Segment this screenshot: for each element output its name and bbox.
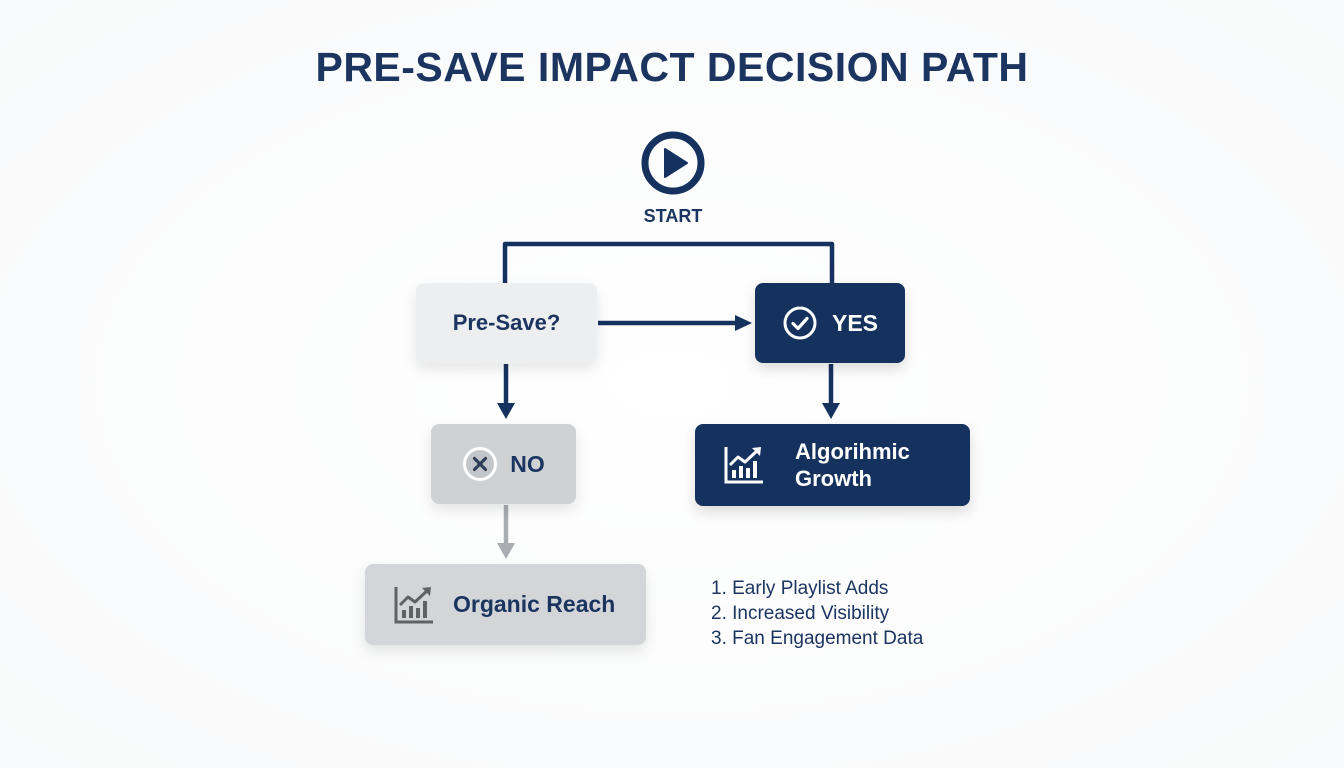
benefit-item: 2. Increased Visibility [711, 603, 890, 624]
growth-chart-icon [723, 445, 765, 485]
yes-label: YES [831, 309, 879, 336]
benefits-list: 1. Early Playlist Adds 2. Increased Visi… [711, 576, 923, 651]
algorithmic-growth-node: Algorihmic Growth [695, 424, 970, 506]
organic-reach-node: Organic Reach [365, 564, 646, 645]
growth-label-line1: Algorihmic [795, 439, 910, 464]
decision-label: Pre-Save? [452, 310, 561, 335]
growth-chart-icon [393, 585, 435, 625]
yes-node: YES [755, 283, 905, 363]
decision-node-presave: Pre-Save? [416, 283, 597, 363]
benefit-item: 1. Early Playlist Adds [711, 578, 889, 599]
organic-reach-label: Organic Reach [453, 591, 616, 617]
no-node: NO [431, 424, 576, 504]
play-circle-icon [640, 130, 706, 196]
no-label: NO [510, 450, 545, 477]
start-label: START [643, 206, 703, 226]
growth-label-line2: Growth [795, 466, 872, 491]
diagram-title: PRE-SAVE IMPACT DECISION PATH [315, 44, 1029, 90]
x-circle-icon [462, 446, 498, 482]
check-circle-icon [782, 305, 818, 341]
benefit-item: 3. Fan Engagement Data [711, 628, 924, 649]
